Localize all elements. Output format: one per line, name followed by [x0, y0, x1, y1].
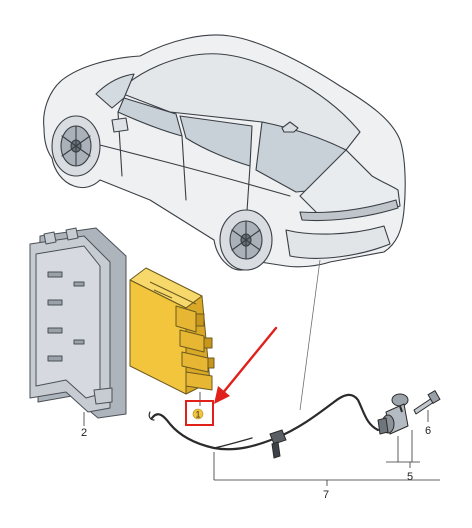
callout-7: 7	[323, 489, 329, 501]
location-line	[299, 259, 321, 411]
wiring-harness-part-7	[148, 393, 380, 451]
callout-5: 5	[407, 471, 413, 483]
callout-1-marker	[192, 408, 204, 420]
harness-connector	[269, 429, 287, 459]
car-illustration	[43, 34, 406, 271]
bolt-part-6	[413, 390, 441, 415]
car-rear-bumper	[285, 225, 391, 259]
callout-2: 2	[81, 427, 87, 439]
car-windshield	[95, 73, 135, 109]
car-mirror	[111, 117, 129, 133]
red-arrow-icon	[214, 326, 278, 404]
callout-1: 1	[196, 410, 201, 420]
control-module-part-1	[129, 267, 215, 395]
leader-7	[213, 452, 440, 486]
car-tail-light	[299, 199, 399, 222]
red-highlight-box	[185, 400, 214, 426]
leaders-5-6	[386, 410, 429, 468]
car-antenna	[281, 121, 299, 133]
callout-6: 6	[425, 425, 431, 437]
car-front-wheel	[51, 115, 101, 177]
bracket-part-2	[29, 227, 127, 419]
sensor-part-5	[377, 393, 409, 435]
car-rear-wheel	[219, 209, 273, 271]
